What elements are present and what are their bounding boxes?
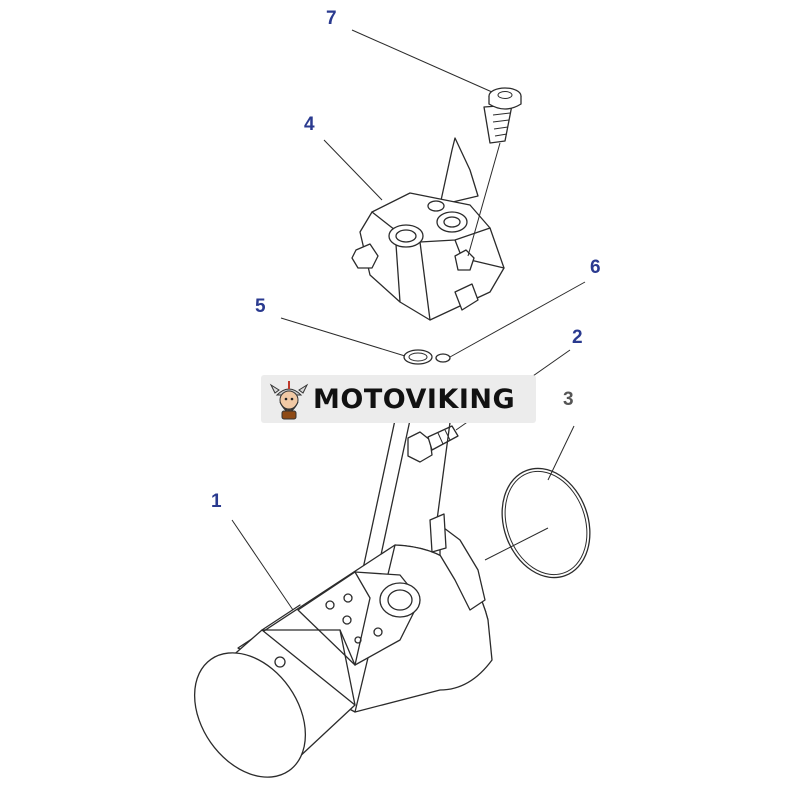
callout-7: 7: [326, 8, 337, 29]
leader-7: [351, 29, 493, 93]
part-6-o-ring-small: [435, 353, 451, 363]
part-3-large-o-ring: [501, 467, 591, 579]
watermark-text: MOTOVIKING: [313, 383, 516, 415]
leader-6: [449, 281, 586, 358]
part-2-bolt: [407, 425, 459, 463]
callout-2: 2: [572, 327, 583, 348]
callout-6: 6: [590, 257, 601, 278]
viking-mascot-icon: [269, 381, 309, 420]
callout-1: 1: [211, 491, 222, 512]
part-1-motor-body: [193, 513, 493, 778]
leader-lines: [231, 29, 586, 611]
watermark-badge: MOTOVIKING: [261, 375, 536, 423]
callout-4: 4: [304, 114, 315, 135]
callout-3: 3: [563, 389, 574, 410]
leader-3: [547, 425, 575, 481]
leader-5: [280, 317, 406, 357]
leader-1: [231, 519, 294, 611]
part-7-bolt: [483, 87, 522, 144]
leader-4: [323, 139, 383, 201]
part-4-valve-block: [351, 137, 505, 321]
part-5-o-ring: [403, 349, 433, 365]
callout-5: 5: [255, 296, 266, 317]
